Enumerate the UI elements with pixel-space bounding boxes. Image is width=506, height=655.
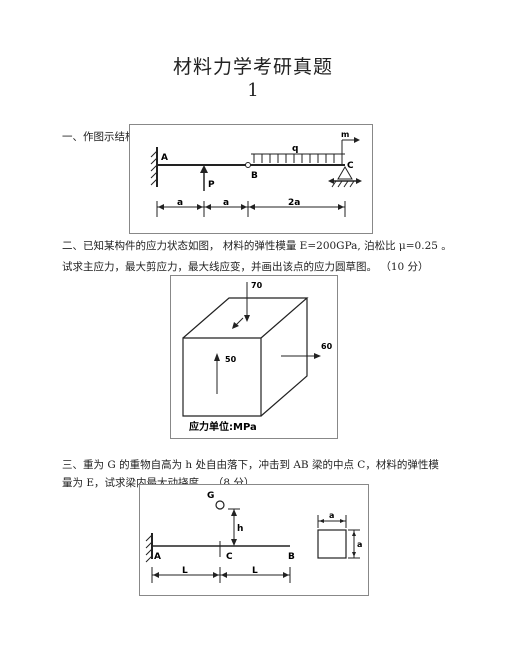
dimension-line <box>156 201 346 217</box>
label-b: B <box>288 552 295 562</box>
dim-a-side: a <box>357 540 362 549</box>
label-50: 50 <box>225 355 237 364</box>
label-c: C <box>226 552 233 562</box>
wall-support-a <box>150 147 158 187</box>
dim-l-1: L <box>182 566 188 576</box>
stress-arrow-right <box>281 353 321 359</box>
distributed-load-q <box>251 153 345 163</box>
question-2-line-1: 二、已知某构件的应力状态如图， 材料的弹性模量 E=200GPa, 泊松比 μ=… <box>62 240 452 252</box>
stress-arrow-top <box>244 282 250 322</box>
label-b: B <box>251 171 258 181</box>
cross-section-square <box>317 529 347 559</box>
label-h: h <box>237 524 243 534</box>
hinge-b <box>245 162 251 168</box>
page-title: 材料力学考研真题 <box>172 56 333 78</box>
dim-a-2: a <box>223 198 229 208</box>
force-p-arrow <box>200 165 208 191</box>
dim-l-2: L <box>252 566 258 576</box>
label-c: C <box>347 161 354 171</box>
label-a: A <box>161 153 168 163</box>
figure-2-stress-cube: 70 50 60 应力单位:MPa <box>170 275 338 439</box>
label-m: m <box>341 130 349 139</box>
cross-section-dimensions <box>317 515 360 559</box>
label-p: P <box>208 180 215 190</box>
label-60: 60 <box>321 342 333 351</box>
span-dimension <box>151 567 291 583</box>
dim-a-1: a <box>177 198 183 208</box>
stress-arrow-shear <box>232 317 244 329</box>
weight-g <box>215 500 225 510</box>
question-3-line-1: 三、重为 G 的重物自高为 h 处自由落下，冲击到 AB 梁的中点 C，材料的弹… <box>62 459 439 471</box>
label-q: q <box>292 144 298 154</box>
stress-unit-label: 应力单位:MPa <box>189 420 257 433</box>
stress-cube <box>182 297 309 417</box>
dim-2a: 2a <box>288 198 300 208</box>
wall-support-a <box>145 533 153 563</box>
stress-arrow-front <box>214 353 220 394</box>
height-h-dimension <box>228 508 240 546</box>
question-2-line-2: 试求主应力，最大剪应力，最大线应变，并画出该点的应力圆草图。 （10 分） <box>62 261 429 273</box>
moment-m <box>341 137 360 165</box>
label-g: G <box>207 491 214 501</box>
page-number: 1 <box>247 80 259 101</box>
dim-a-top: a <box>329 511 334 520</box>
label-a: A <box>154 552 161 562</box>
label-70: 70 <box>251 281 263 290</box>
figure-1-beam: A B C P q m a a 2a <box>129 124 373 234</box>
figure-3-impact-beam: G h A C B L L a a <box>139 484 369 596</box>
pin-support-c <box>328 166 362 188</box>
